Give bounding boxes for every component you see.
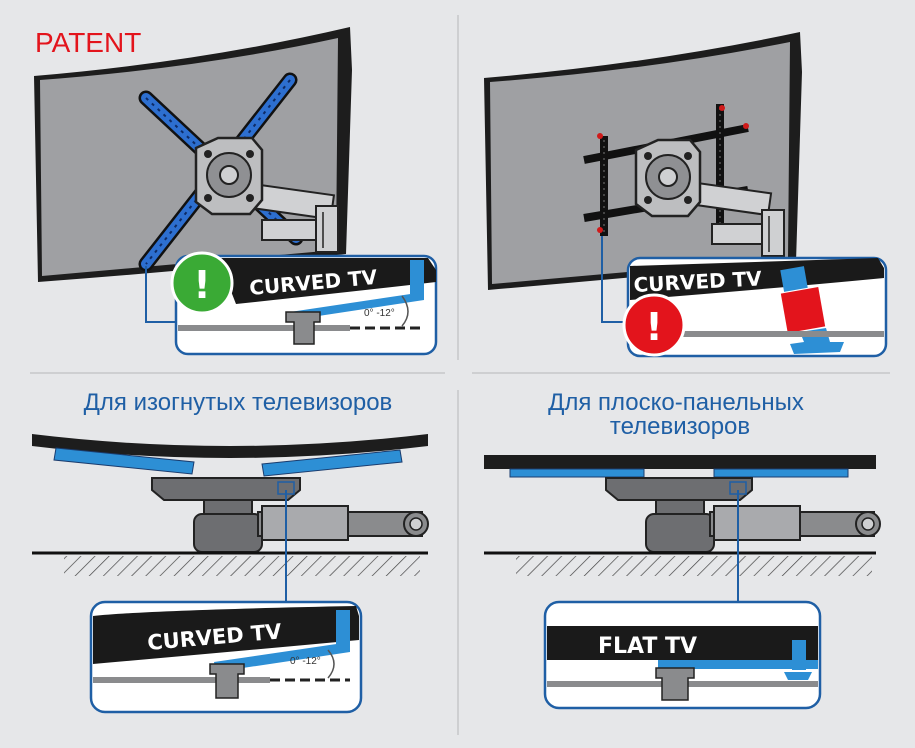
status-ok-mark: ! — [193, 263, 210, 307]
panel-curved-mount: CURVED TV 0° -12° ! — [34, 27, 438, 356]
status-ok-badge: ! — [170, 251, 234, 315]
callout-curved-alert: CURVED TV — [626, 256, 888, 358]
section-caption-line2: телевизоров — [610, 413, 750, 440]
angle-arc — [401, 295, 409, 327]
callout-curved-section: CURVED TV 0° -12° — [89, 600, 363, 714]
angle-range-label: 0° -12° — [364, 308, 395, 319]
arm-section — [151, 477, 429, 553]
mount-bolt — [285, 311, 321, 345]
bracket-end — [336, 610, 350, 646]
section-caption: Для изогнутых телевизоров — [84, 389, 393, 416]
patent-label: PATENT — [35, 27, 141, 58]
status-alert-badge: ! — [622, 293, 686, 357]
leader-line — [601, 236, 630, 323]
panel-flat-section: Для плоско-панельных телевизоров FLAT TV — [484, 389, 881, 710]
wall-hatching — [516, 556, 872, 576]
bracket-arm-left — [509, 468, 645, 478]
bracket-arm-section — [658, 660, 818, 669]
panel-curved-section: Для изогнутых телевизоров CURVED TV — [32, 389, 429, 714]
section-caption-line1: Для плоско-панельных — [548, 389, 804, 416]
bracket-end — [780, 266, 808, 292]
flat-tv-profile — [484, 455, 876, 469]
leader-line — [145, 266, 178, 323]
curved-tv-profile — [32, 434, 428, 458]
status-alert-mark: ! — [645, 305, 662, 349]
mount-bolt — [655, 667, 695, 701]
mount-plate — [194, 136, 264, 216]
bracket-end — [410, 260, 424, 294]
panel-flat-mount: CURVED TV ! — [484, 32, 888, 358]
bracket-arm-section — [290, 292, 424, 320]
bracket-end — [792, 640, 806, 670]
misfit-gap — [780, 287, 826, 333]
arm-section — [605, 477, 881, 553]
callout-flat-section: FLAT TV — [543, 600, 822, 710]
bracket-arm-section — [214, 642, 350, 672]
mount-plate — [634, 138, 702, 218]
callout-curved-ok: CURVED TV 0° -12° — [174, 254, 438, 356]
bracket-arm-right — [713, 468, 849, 478]
bracket-arm-right — [261, 449, 403, 477]
angle-range-label: 0° -12° — [290, 656, 321, 667]
wall-hatching — [64, 556, 420, 576]
bracket-arm-left — [53, 447, 195, 475]
bracket-foot — [784, 672, 812, 680]
angle-arc — [327, 649, 335, 679]
mount-bolt — [209, 663, 245, 699]
callout-label: FLAT TV — [598, 634, 697, 659]
